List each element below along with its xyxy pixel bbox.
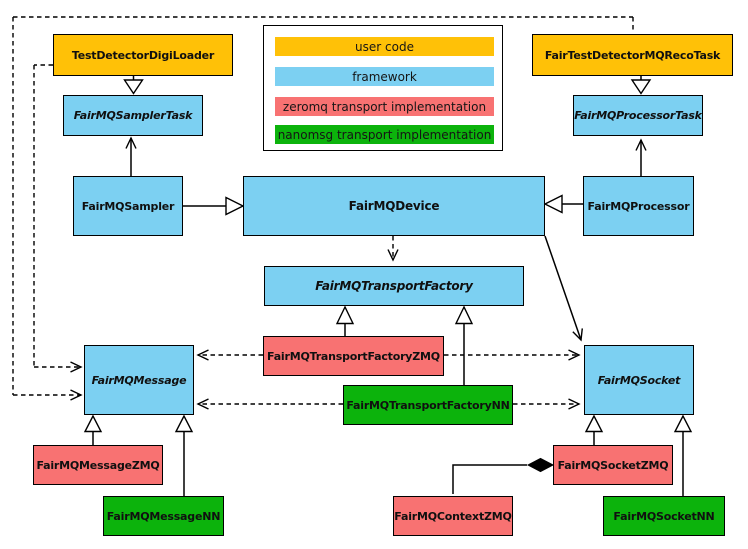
node-label: FairMQSocket: [597, 373, 681, 387]
legend-item-nanomsg: nanomsg transport implementation: [275, 125, 494, 144]
triangle-socket-nn: [673, 414, 693, 433]
dependency-edges: [12, 16, 634, 410]
node-fairmq-context-zmq: FairMQContextZMQ: [393, 496, 513, 536]
node-label: FairMQProcessorTask: [574, 109, 702, 122]
node-fairmq-transport-factory: FairMQTransportFactory: [264, 266, 524, 306]
triangle-processortask: [630, 79, 652, 95]
node-fairmq-transport-factory-zmq: FairMQTransportFactoryZMQ: [263, 336, 444, 376]
triangle-socket-zmq: [584, 414, 604, 433]
node-fairmq-device: FairMQDevice: [243, 176, 545, 236]
triangle-message-zmq: [83, 414, 103, 433]
node-label: FairMQMessage: [91, 373, 187, 387]
node-label: FairMQSampler: [81, 199, 175, 213]
edge-device-to-socket: [544, 235, 583, 342]
solid-edges: [92, 76, 684, 496]
node-label: TestDetectorDigiLoader: [71, 48, 215, 62]
triangle-samplertask: [123, 79, 144, 95]
triangle-device-right: [543, 194, 563, 214]
legend-label-user-code: user code: [355, 39, 414, 54]
node-fairmq-processor: FairMQProcessor: [583, 176, 694, 236]
node-label: FairMQTransportFactoryZMQ: [267, 349, 440, 363]
node-label: FairMQSocketZMQ: [557, 458, 669, 472]
node-fair-test-detector-mq-reco-task: FairTestDetectorMQRecoTask: [532, 34, 733, 76]
triangle-factory-nn: [454, 305, 474, 325]
legend-label-zeromq: zeromq transport implementation: [282, 99, 487, 114]
node-label: FairMQMessageNN: [106, 509, 221, 523]
triangle-message-nn: [174, 414, 194, 433]
node-label: FairMQSamplerTask: [73, 109, 193, 122]
node-fairmq-sampler: FairMQSampler: [73, 176, 183, 236]
legend-item-framework: framework: [275, 67, 494, 86]
triangle-device-left: [225, 196, 245, 216]
composition-diamond: [526, 457, 555, 473]
node-fairmq-transport-factory-nn: FairMQTransportFactoryNN: [343, 385, 513, 425]
legend-label-framework: framework: [352, 69, 417, 84]
node-fairmq-socket-nn: FairMQSocketNN: [603, 496, 725, 536]
node-fairmq-socket-zmq: FairMQSocketZMQ: [553, 445, 673, 485]
node-label: FairMQContextZMQ: [394, 509, 512, 523]
inheritance-triangle-heads: [83, 79, 693, 433]
legend-item-user-code: user code: [275, 37, 494, 56]
node-fairmq-socket: FairMQSocket: [584, 345, 694, 415]
node-fairmq-message-nn: FairMQMessageNN: [103, 496, 224, 536]
legend: user code framework zeromq transport imp…: [263, 25, 503, 151]
legend-label-nanomsg: nanomsg transport implementation: [277, 127, 492, 142]
node-test-detector-digi-loader: TestDetectorDigiLoader: [53, 34, 233, 76]
node-fairmq-sampler-task: FairMQSamplerTask: [63, 95, 203, 136]
node-fairmq-processor-task: FairMQProcessorTask: [573, 95, 703, 136]
node-label: FairMQProcessor: [587, 199, 690, 213]
node-label: FairMQSocketNN: [613, 509, 715, 523]
node-label: FairMQDevice: [348, 199, 440, 213]
node-label: FairMQMessageZMQ: [36, 458, 160, 472]
node-label: FairMQTransportFactoryNN: [346, 398, 510, 412]
edge-socketzmq-contextzmq: [452, 464, 527, 494]
triangle-factory-zmq: [335, 305, 355, 325]
node-label: FairMQTransportFactory: [315, 279, 473, 293]
legend-item-zeromq: zeromq transport implementation: [275, 97, 494, 116]
node-fairmq-message-zmq: FairMQMessageZMQ: [33, 445, 163, 485]
node-fairmq-message: FairMQMessage: [84, 345, 194, 415]
node-label: FairTestDetectorMQRecoTask: [544, 48, 721, 62]
